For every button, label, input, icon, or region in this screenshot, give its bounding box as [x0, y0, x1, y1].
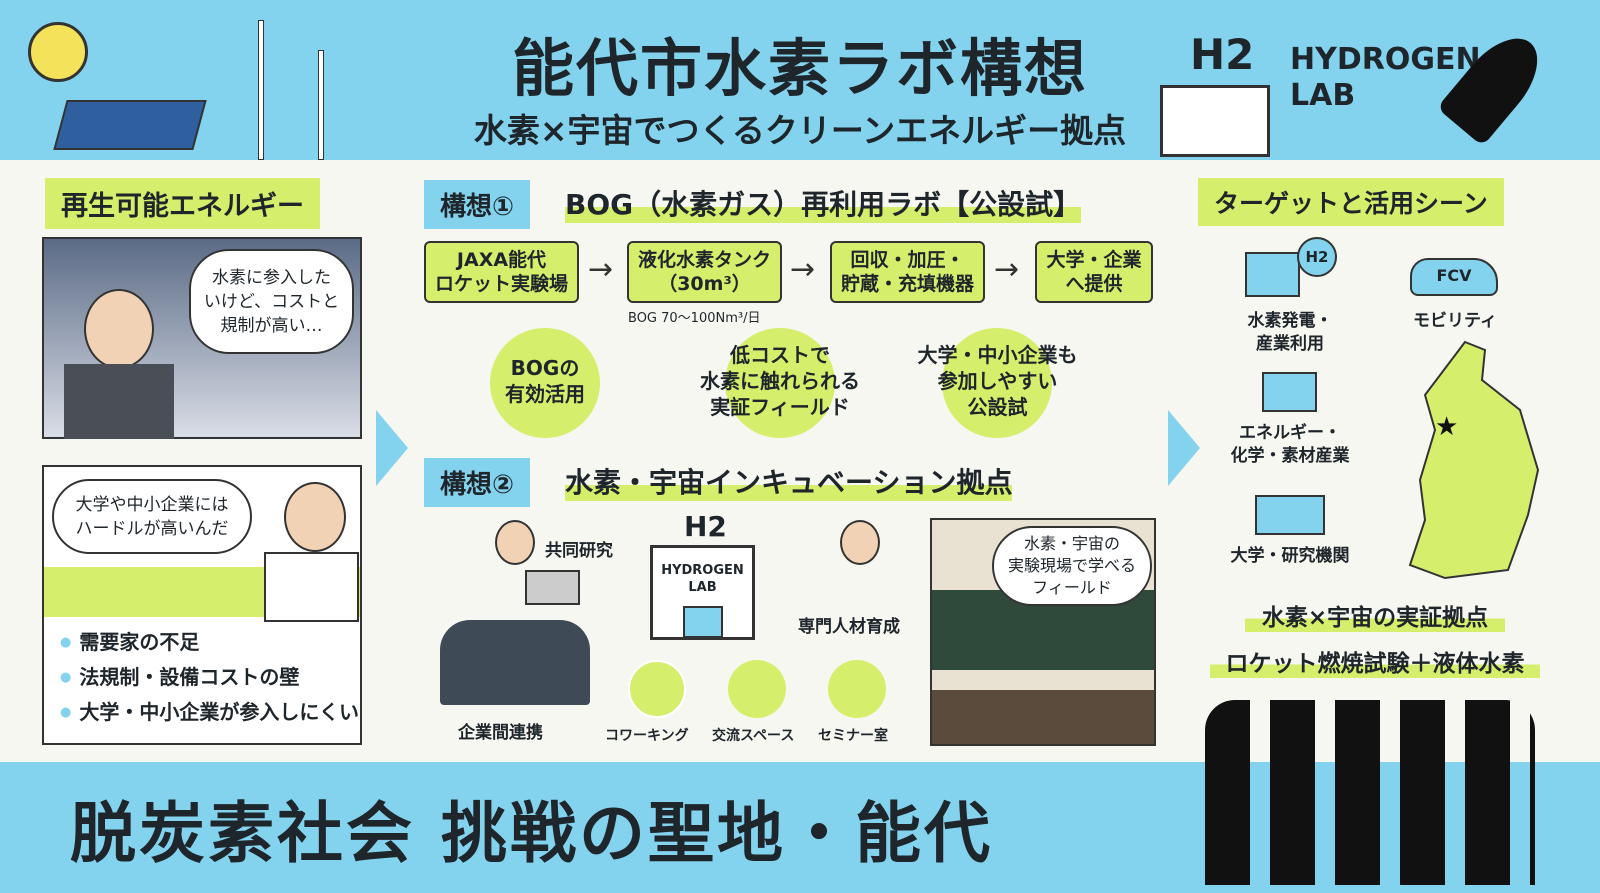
- scientist-figure: [840, 520, 880, 565]
- laptop-icon: [525, 570, 580, 605]
- target-label: ターゲットと活用シーン: [1198, 178, 1504, 226]
- benefit-circle: [942, 328, 1052, 438]
- tohoku-map: ★: [1408, 340, 1540, 580]
- arrow-right-icon: [1168, 410, 1200, 486]
- benefit-text: 低コストで 水素に触れられる 実証フィールド: [700, 343, 860, 419]
- plan1-title: BOG（水素ガス）再利用ラボ【公設試】: [565, 183, 1082, 223]
- header-band: [0, 0, 1600, 160]
- logo-h2: H2: [1190, 30, 1255, 79]
- speech-bubble: 水素に参入した いけど、コストと 規制が高い…: [189, 249, 354, 354]
- item-exchange-space: 交流スペース: [712, 728, 795, 744]
- arrow-right-icon: [376, 410, 408, 486]
- lab-h2: H2: [684, 510, 727, 543]
- worried-businessman-panel: 水素に参入した いけど、コストと 規制が高い…: [42, 237, 362, 439]
- fcv-car-icon: FCV: [1410, 258, 1498, 296]
- flow-step-tank: 液化水素タンク （30m³）: [627, 241, 782, 303]
- issue-list: 需要家の不足 法規制・設備コストの壁 大学・中小企業が参入しにくい: [60, 625, 359, 730]
- target-power-industry: 水素発電・ 産業利用: [1247, 311, 1333, 354]
- sun-icon: [28, 22, 88, 82]
- flow-arrow-icon: →: [994, 252, 1020, 287]
- seminar-room-icon: [828, 660, 886, 718]
- issue-item: 法規制・設備コストの壁: [60, 660, 359, 695]
- star-icon: ★: [1435, 412, 1458, 442]
- highlight-rocket-test: ロケット燃焼試験＋液体水素: [1210, 644, 1540, 678]
- businessman-face: [84, 289, 154, 369]
- page-title: 能代市水素ラボ構想: [511, 32, 1088, 105]
- researcher-laptop-figure: [495, 520, 535, 565]
- factory-icon: [1245, 252, 1300, 297]
- item-talent-development: 専門人材育成: [798, 617, 900, 637]
- lab-text: HYDROGEN LAB: [661, 563, 744, 595]
- hydrogen-lab-building-icon: HYDROGEN LAB: [650, 545, 755, 640]
- classroom-panel: 水素・宇宙の 実験現場で学べる フィールド: [930, 518, 1156, 746]
- benefit-text: 大学・中小企業も 参加しやすい 公設試: [917, 343, 1078, 419]
- item-seminar-room: セミナー室: [818, 728, 888, 744]
- researcher-coat: [264, 552, 359, 622]
- university-icon: [1255, 495, 1325, 535]
- wind-turbine-icon: [318, 50, 324, 160]
- target-mobility: モビリティ: [1413, 311, 1497, 331]
- item-joint-research: 共同研究: [545, 541, 613, 561]
- speech-bubble: 水素・宇宙の 実験現場で学べる フィールド: [992, 526, 1152, 606]
- researcher-face: [284, 482, 346, 552]
- flow-arrow-icon: →: [588, 252, 614, 287]
- flow-step-provide: 大学・企業 へ提供: [1035, 241, 1153, 303]
- issue-item: 需要家の不足: [60, 625, 359, 660]
- students: [932, 690, 1154, 744]
- benefit-circle: [725, 328, 835, 438]
- item-business-collaboration: 企業間連携: [458, 723, 543, 743]
- speech-bubble: 大学や中小企業には ハードルが高いんだ: [52, 479, 252, 554]
- flow-arrow-icon: →: [790, 252, 816, 287]
- highlight-demo-base: 水素×宇宙の実証拠点: [1245, 598, 1505, 632]
- flow-step-equipment: 回収・加圧・ 貯蔵・充填機器: [830, 241, 985, 303]
- renewable-label: 再生可能エネルギー: [45, 178, 320, 229]
- footer-slogan: 脱炭素社会 挑戦の聖地・能代: [70, 795, 993, 872]
- plan1-label: 構想①: [424, 180, 531, 229]
- plan2-title: 水素・宇宙インキュベーション拠点: [565, 461, 1013, 501]
- businessman-suit: [64, 364, 174, 439]
- people-silhouettes: [1205, 700, 1535, 885]
- issue-item: 大学・中小企業が参入しにくい: [60, 695, 359, 730]
- flow-step-jaxa: JAXA能代 ロケット実験場: [424, 241, 579, 303]
- benefit-circle: [490, 328, 600, 438]
- h2-badge: H2: [1297, 237, 1337, 277]
- target-energy-chemical: エネルギー・ 化学・素材産業: [1230, 423, 1350, 466]
- logo-text: HYDROGEN LAB: [1290, 42, 1481, 113]
- exchange-space-icon: [728, 660, 786, 718]
- target-university: 大学・研究機関: [1230, 546, 1350, 566]
- benefit-text: BOGの 有効活用: [505, 356, 585, 406]
- lab-building-icon: [1160, 85, 1270, 157]
- plan2-label: 構想②: [424, 458, 531, 507]
- lab-door: [683, 606, 723, 638]
- page-subtitle: 水素×宇宙でつくるクリーンエネルギー拠点: [473, 111, 1127, 150]
- bog-note: BOG 70〜100Nm³/日: [628, 311, 761, 326]
- wind-turbine-icon: [258, 20, 264, 160]
- researcher-panel: 大学や中小企業には ハードルが高いんだ 需要家の不足 法規制・設備コストの壁 大…: [42, 465, 362, 745]
- handshake-figures: [440, 620, 590, 705]
- item-coworking: コワーキング: [605, 728, 689, 744]
- coworking-icon: [628, 660, 686, 718]
- chemical-plant-icon: [1262, 372, 1317, 412]
